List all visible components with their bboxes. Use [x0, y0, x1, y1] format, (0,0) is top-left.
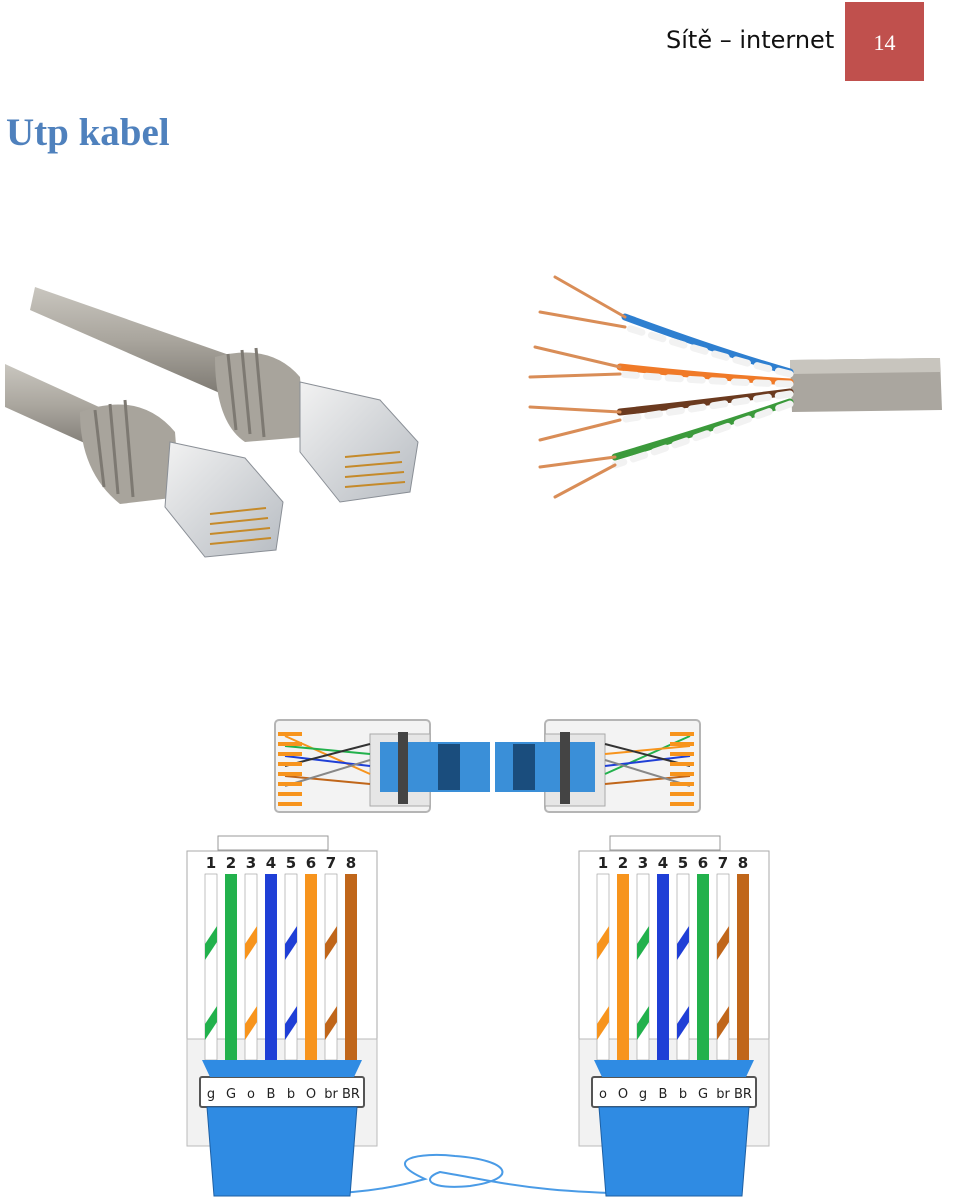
- left-plug-latch: [217, 835, 329, 851]
- right-plug-pin-number: 7: [718, 854, 728, 872]
- left-plug-label-box: [199, 1076, 365, 1108]
- rj45-plugs-photo: [5, 287, 419, 558]
- right-plug-wire-label: B: [659, 1087, 668, 1102]
- right-plug-wire-stripe: [677, 926, 689, 960]
- right-plug-wire-stripe: [717, 926, 729, 960]
- right-plug-wire-stripe: [637, 926, 649, 960]
- section-heading: Utp kabel: [6, 111, 170, 154]
- left-plug-pin-number: 2: [226, 854, 236, 872]
- left-plug-wire: [345, 874, 357, 1060]
- left-plug-wire-label: G: [226, 1087, 236, 1102]
- left-plug-wire-label: b: [287, 1087, 295, 1102]
- left-plug-pin-number: 8: [346, 854, 356, 872]
- left-plug-wire-stripe: [205, 926, 217, 960]
- left-plug-wire-stripe: [245, 926, 257, 960]
- right-plug-wire-stripe: [677, 1006, 689, 1040]
- right-plug-pin-number: 1: [598, 854, 608, 872]
- left-plug-pin-number: 1: [206, 854, 216, 872]
- right-plug-wire: [737, 874, 749, 1060]
- connecting-cable: [269, 1153, 681, 1195]
- page-number: 14: [873, 30, 896, 55]
- right-plug-label-box: [591, 1076, 757, 1108]
- left-plug-pin-number: 4: [266, 854, 276, 872]
- left-plug-jacket: [206, 1106, 358, 1197]
- left-plug-wire-stripe: [325, 1006, 337, 1040]
- left-plug-wire-label: o: [247, 1087, 255, 1102]
- right-plug-wire-label: O: [618, 1087, 628, 1102]
- right-plug-pin-number: 2: [618, 854, 628, 872]
- left-plug-wire-label: BR: [342, 1087, 360, 1102]
- right-plug-jacket-top: [594, 1060, 754, 1077]
- page-number-box: 14: [845, 2, 924, 81]
- left-plug-wire-stripe: [325, 926, 337, 960]
- right-plug-pin-number: 6: [698, 854, 708, 872]
- left-plug-wire-stripe: [285, 1006, 297, 1040]
- left-plug-wire-label: br: [324, 1087, 338, 1102]
- right-plug-wire-stripe: [717, 1006, 729, 1040]
- right-plug-wire-stripe: [597, 926, 609, 960]
- right-plug-pin-number: 4: [658, 854, 668, 872]
- left-plug-wire: [265, 874, 277, 1060]
- left-plug-wire-stripe: [245, 1006, 257, 1040]
- right-plug-wire: [697, 874, 709, 1060]
- left-plug-jacket-top: [202, 1060, 362, 1077]
- left-plug-wire-stripe: [285, 926, 297, 960]
- left-plug-pin-number: 5: [286, 854, 296, 872]
- right-plug-wire-label: b: [679, 1087, 687, 1102]
- right-plug-pin-number: 5: [678, 854, 688, 872]
- right-plug-wire: [657, 874, 669, 1060]
- utp-cable-photo: [528, 275, 942, 499]
- right-plug-pin-number: 8: [738, 854, 748, 872]
- right-plug-wire: [617, 874, 629, 1060]
- right-plug-wire-label: g: [639, 1087, 647, 1102]
- left-plug-pin-number: 6: [306, 854, 316, 872]
- right-plug-latch: [609, 835, 721, 851]
- left-plug-wire: [305, 874, 317, 1060]
- left-plug-pin-number: 7: [326, 854, 336, 872]
- right-plug-wire-stripe: [597, 1006, 609, 1040]
- left-plug-wire-label: B: [267, 1087, 276, 1102]
- right-plug-wire-label: o: [599, 1087, 607, 1102]
- crossover-cable-drawing: [274, 719, 701, 813]
- left-plug-wire-label: g: [207, 1087, 215, 1102]
- right-plug-wire-label: G: [698, 1087, 708, 1102]
- header-title: Sítě – internet: [666, 26, 835, 54]
- right-plug-pin-number: 3: [638, 854, 648, 872]
- left-plug-wire: [225, 874, 237, 1060]
- right-plug-wire-stripe: [637, 1006, 649, 1040]
- left-plug-pin-number: 3: [246, 854, 256, 872]
- right-plug-wire-label: BR: [734, 1087, 752, 1102]
- left-plug-wire-label: O: [306, 1087, 316, 1102]
- left-plug-wire-stripe: [205, 1006, 217, 1040]
- right-plug-wire-label: br: [716, 1087, 730, 1102]
- right-plug-jacket: [598, 1106, 750, 1197]
